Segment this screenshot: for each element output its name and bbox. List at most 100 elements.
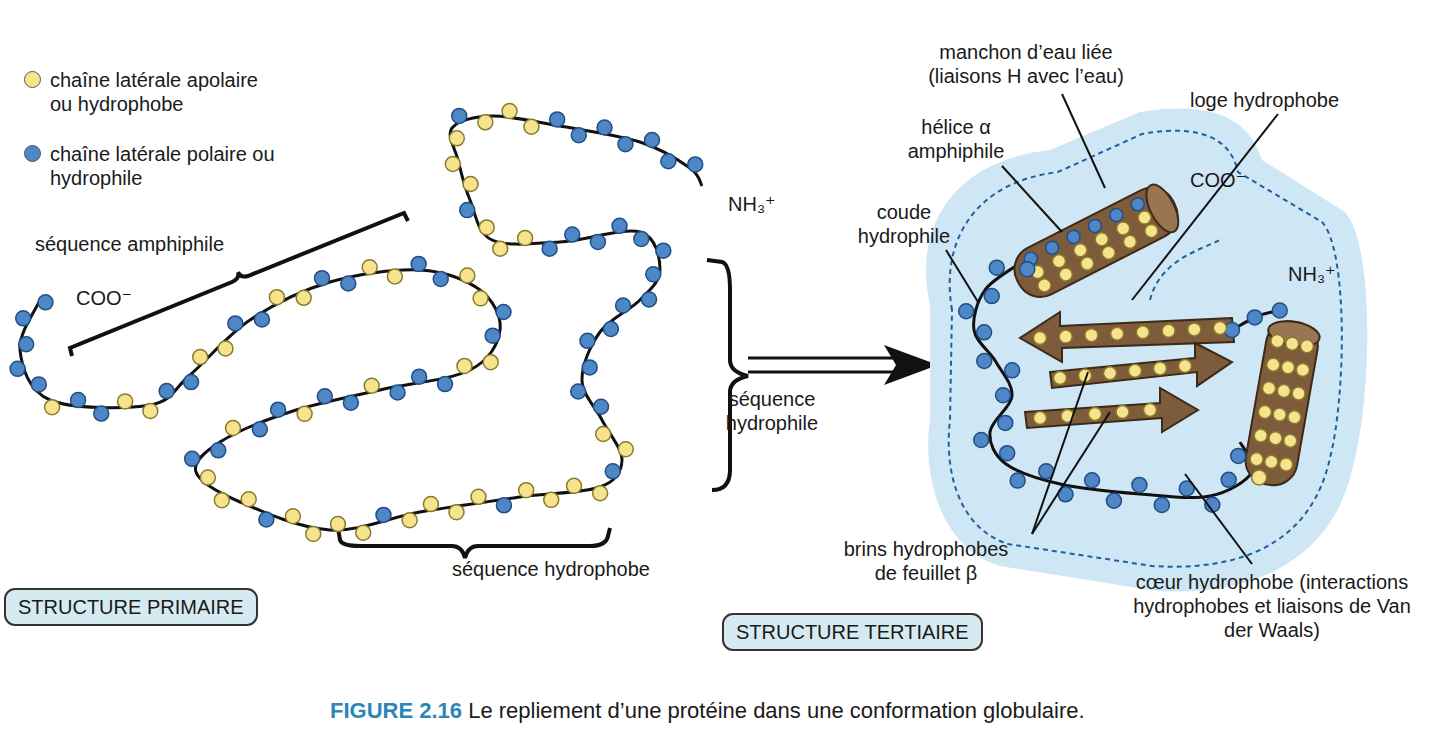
- side-chain-dot: [16, 311, 31, 326]
- side-chain-dot: [1057, 266, 1074, 283]
- side-chain-dot: [1121, 233, 1138, 250]
- side-chain-dot: [605, 464, 620, 479]
- side-chain-dot: [519, 483, 534, 498]
- side-chain-dot: [612, 218, 627, 233]
- side-chain-dot: [1114, 220, 1131, 237]
- side-chain-dot: [1253, 428, 1268, 443]
- sequence-label: séquence hydrophile: [712, 387, 832, 435]
- water-shell: [926, 108, 1367, 591]
- side-chain-dot: [661, 154, 676, 169]
- side-chain-dot: [193, 350, 208, 365]
- pocket-boundary: [1150, 240, 1220, 300]
- side-chain-dot: [1000, 446, 1015, 461]
- side-chain-dot: [496, 304, 511, 319]
- side-chain-dot: [1266, 357, 1281, 372]
- side-chain-dot: [31, 377, 46, 392]
- side-chain-dot: [330, 517, 345, 532]
- helix: [1242, 317, 1322, 489]
- side-chain-dot: [1249, 452, 1264, 467]
- beta-strand: [1050, 343, 1232, 388]
- side-chain-dot: [402, 513, 417, 528]
- side-chain-dot: [211, 443, 226, 458]
- side-chain-dot: [225, 421, 240, 436]
- side-chain-dot: [582, 360, 597, 375]
- side-chain-dot: [118, 394, 133, 409]
- side-chain-dot: [457, 358, 472, 373]
- side-chains: [959, 260, 1288, 512]
- side-chain-dot: [603, 322, 618, 337]
- side-chain-dot: [1136, 326, 1149, 339]
- side-chain-dot: [1034, 332, 1047, 345]
- side-chain-dot: [411, 256, 426, 271]
- side-chain-dot: [1270, 334, 1285, 349]
- side-chain-dot: [452, 108, 467, 123]
- side-chain-dot: [1116, 406, 1129, 419]
- side-chain-dot: [19, 337, 34, 352]
- box-text: STRUCTURE TERTIAIRE: [736, 621, 969, 643]
- side-chain-dot: [1272, 303, 1287, 318]
- side-chain-dot: [1295, 362, 1310, 377]
- side-chain-dot: [306, 526, 321, 541]
- side-chain-dot: [502, 104, 517, 119]
- legend-swatch: [24, 71, 41, 88]
- side-chain-dot: [387, 269, 402, 284]
- side-chain-dot: [1280, 360, 1295, 375]
- side-chain-dot: [1072, 241, 1089, 258]
- shell-boundary: [949, 131, 1342, 567]
- side-chain-dot: [1010, 473, 1025, 488]
- side-chain-dot: [471, 489, 486, 504]
- side-chain-dot: [94, 406, 109, 421]
- side-chain-dot: [646, 267, 661, 282]
- side-chain-dot: [959, 304, 974, 319]
- side-chain-dot: [594, 399, 609, 414]
- side-chain-dot: [493, 241, 508, 256]
- side-chain-dot: [445, 157, 460, 172]
- box-text: STRUCTURE PRIMAIRE: [18, 596, 244, 618]
- side-chain-dot: [1257, 404, 1272, 419]
- side-chain-dot: [252, 422, 267, 437]
- side-chain-dot: [1154, 362, 1167, 375]
- side-chain-dot: [1100, 244, 1117, 261]
- side-chain-dot: [618, 137, 633, 152]
- side-chain-dot: [977, 353, 992, 368]
- hydrophobe-bracket: [338, 528, 610, 558]
- side-chain-dot: [1252, 470, 1267, 485]
- fold-arrow: [748, 357, 905, 360]
- side-chain-dot: [317, 389, 332, 404]
- side-chain-dot: [45, 400, 60, 415]
- terminus-label: COO⁻: [76, 286, 132, 310]
- side-chain-dot: [412, 369, 427, 384]
- side-chain-dot: [71, 393, 86, 408]
- side-chain-dot: [542, 241, 557, 256]
- side-chain-dot: [143, 404, 158, 419]
- side-chain-dot: [550, 112, 565, 127]
- figure-caption: FIGURE 2.16 Le repliement d’une protéine…: [330, 698, 1085, 724]
- side-chain-dot: [390, 385, 405, 400]
- side-chain-dot: [1264, 454, 1279, 469]
- side-chain-dot: [185, 451, 200, 466]
- side-chain-dot: [1059, 330, 1072, 343]
- side-chain-dot: [1129, 364, 1142, 377]
- side-chain-dot: [1136, 209, 1153, 226]
- callout-label: coude hydrophile: [852, 200, 956, 248]
- side-chain-dot: [984, 289, 999, 304]
- side-chain-dot: [296, 290, 311, 305]
- side-chain-dot: [1144, 404, 1157, 417]
- side-chain-dot: [1247, 310, 1262, 325]
- callout-label: loge hydrophobe: [1190, 88, 1339, 112]
- side-chain-dot: [1111, 327, 1124, 340]
- side-chain-dot: [259, 512, 274, 527]
- side-chain-dot: [593, 486, 608, 501]
- side-chain-dot: [10, 361, 25, 376]
- side-chain-dot: [285, 509, 300, 524]
- leader-lines: [946, 94, 1278, 564]
- side-chain-dot: [1162, 324, 1175, 337]
- side-chain-dot: [1231, 448, 1246, 463]
- side-chain-dot: [1299, 339, 1314, 354]
- side-chain-dot: [1036, 277, 1053, 294]
- side-chain-dot: [618, 442, 633, 457]
- sequence-label: séquence amphiphile: [35, 232, 224, 256]
- side-chain-dot: [688, 157, 703, 172]
- side-chain-dot: [1085, 473, 1100, 488]
